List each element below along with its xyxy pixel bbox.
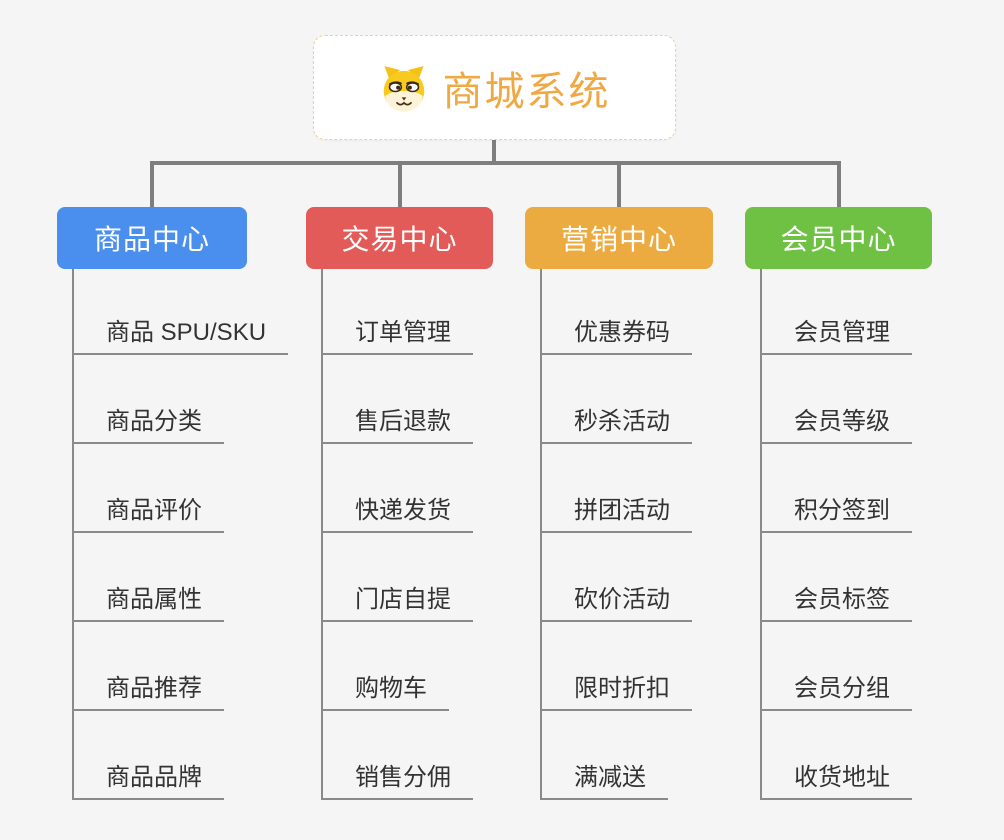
dog-face-icon: [379, 63, 429, 113]
branch-trunk-line: [321, 269, 323, 800]
leaf-node[interactable]: 门店自提: [321, 580, 473, 622]
branch-node-2[interactable]: 交易中心: [306, 207, 493, 269]
branch-node-3[interactable]: 营销中心: [525, 207, 713, 269]
leaf-node[interactable]: 收货地址: [760, 758, 912, 800]
leaf-node[interactable]: 购物车: [321, 669, 449, 711]
leaf-node[interactable]: 砍价活动: [540, 580, 692, 622]
branch-drop-line: [397, 161, 402, 207]
leaf-node[interactable]: 秒杀活动: [540, 402, 692, 444]
branch-node-4[interactable]: 会员中心: [745, 207, 932, 269]
leaf-node[interactable]: 会员分组: [760, 669, 912, 711]
leaf-node[interactable]: 会员等级: [760, 402, 912, 444]
leaf-node[interactable]: 订单管理: [321, 313, 473, 355]
branch-drop-line: [150, 161, 154, 207]
leaf-node[interactable]: 限时折扣: [540, 669, 692, 711]
branch-label: 交易中心: [341, 224, 458, 255]
branch-label: 会员中心: [780, 224, 897, 255]
leaf-node[interactable]: 积分签到: [760, 491, 912, 533]
leaf-node[interactable]: 满减送: [540, 758, 668, 800]
leaf-node[interactable]: 销售分佣: [321, 758, 473, 800]
leaf-node[interactable]: 商品评价: [72, 491, 224, 533]
root-node[interactable]: 商城系统: [313, 35, 676, 140]
leaf-node[interactable]: 快递发货: [321, 491, 473, 533]
branch-node-1[interactable]: 商品中心: [57, 207, 247, 269]
branch-trunk-line: [72, 269, 74, 800]
bus-connector-line: [150, 161, 841, 165]
root-connector-line: [492, 140, 496, 165]
leaf-node[interactable]: 拼团活动: [540, 491, 692, 533]
branch-trunk-line: [760, 269, 762, 800]
branch-drop-line: [617, 161, 621, 207]
root-title: 商城系统: [442, 69, 611, 114]
leaf-node[interactable]: 会员标签: [760, 580, 912, 622]
leaf-node[interactable]: 商品品牌: [72, 758, 224, 800]
branch-trunk-line: [540, 269, 542, 800]
leaf-node[interactable]: 商品属性: [72, 580, 224, 622]
leaf-node[interactable]: 商品 SPU/SKU: [72, 313, 289, 355]
leaf-node[interactable]: 商品推荐: [72, 669, 224, 711]
leaf-node[interactable]: 会员管理: [760, 313, 912, 355]
branch-drop-line: [836, 161, 841, 207]
branch-label: 营销中心: [560, 224, 677, 255]
branch-label: 商品中心: [93, 224, 210, 255]
leaf-node[interactable]: 售后退款: [321, 402, 473, 444]
leaf-node[interactable]: 优惠券码: [540, 313, 692, 355]
leaf-node[interactable]: 商品分类: [72, 402, 224, 444]
